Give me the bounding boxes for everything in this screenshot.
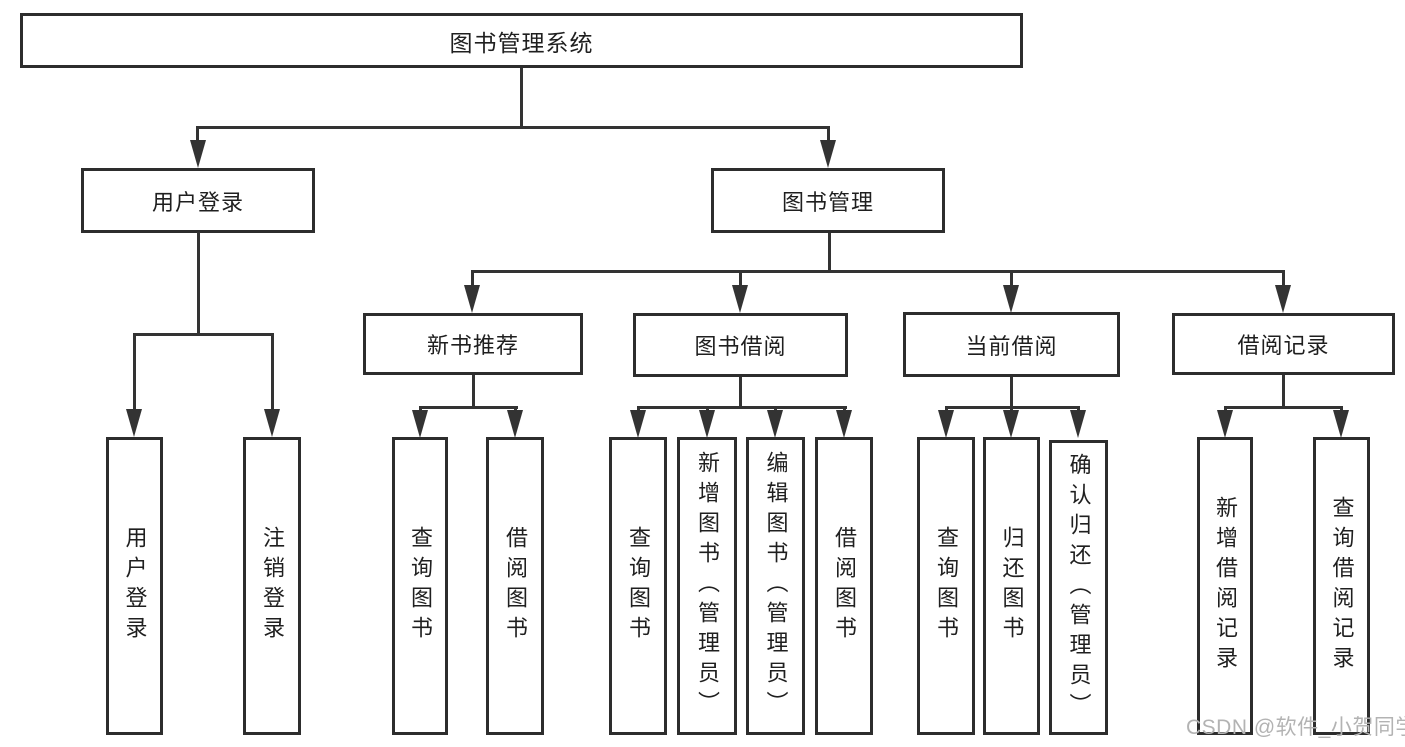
connector-line — [520, 68, 523, 127]
leaf-user-login: 用户登录 — [106, 437, 163, 735]
connector-line — [133, 333, 274, 336]
connector-line — [739, 270, 742, 288]
arrow-down-icon — [464, 285, 480, 313]
leaf-current-query: 查询图书 — [917, 437, 975, 735]
arrow-down-icon — [938, 410, 954, 438]
leaf-borrow-add-admin: 新增图书（管理员） — [677, 437, 737, 735]
connector-line — [133, 333, 136, 411]
leaf-current-confirm-admin: 确认归还（管理员） — [1049, 440, 1108, 735]
node-new-book: 新书推荐 — [363, 313, 583, 375]
connector-line — [828, 233, 831, 272]
leaf-record-query: 查询借阅记录 — [1313, 437, 1370, 735]
leaf-newbook-borrow: 借阅图书 — [486, 437, 544, 735]
connector-line — [471, 270, 474, 288]
arrow-down-icon — [820, 140, 836, 168]
connector-line — [739, 377, 742, 408]
node-book-borrow: 图书借阅 — [633, 313, 848, 377]
arrow-down-icon — [1217, 410, 1233, 438]
connector-line — [419, 406, 518, 409]
connector-line — [1282, 375, 1285, 408]
node-borrow-record: 借阅记录 — [1172, 313, 1395, 375]
arrow-down-icon — [1333, 410, 1349, 438]
arrow-down-icon — [767, 410, 783, 438]
arrow-down-icon — [507, 410, 523, 438]
leaf-logout: 注销登录 — [243, 437, 301, 735]
arrow-down-icon — [699, 410, 715, 438]
leaf-borrow-query: 查询图书 — [609, 437, 667, 735]
connector-line — [197, 232, 200, 335]
connector-line — [1282, 270, 1285, 288]
connector-line — [196, 126, 830, 129]
csdn-watermark: CSDN @软件_小贺同学 — [1186, 716, 1405, 739]
node-root: 图书管理系统 — [20, 13, 1023, 68]
node-book-mgmt: 图书管理 — [711, 168, 945, 233]
arrow-down-icon — [190, 140, 206, 168]
arrow-down-icon — [732, 285, 748, 313]
connector-line — [1010, 377, 1013, 408]
connector-line — [471, 270, 1285, 273]
arrow-down-icon — [1003, 285, 1019, 313]
connector-line — [637, 406, 847, 409]
arrow-down-icon — [836, 410, 852, 438]
connector-line — [196, 126, 199, 146]
arrow-down-icon — [1070, 410, 1086, 438]
connector-line — [1224, 406, 1343, 409]
connector-line — [1010, 270, 1013, 288]
leaf-newbook-query: 查询图书 — [392, 437, 448, 735]
arrow-down-icon — [1003, 410, 1019, 438]
node-current-borrow: 当前借阅 — [903, 312, 1120, 377]
leaf-borrow-borrow: 借阅图书 — [815, 437, 873, 735]
connector-line — [472, 375, 475, 408]
arrow-down-icon — [412, 410, 428, 438]
connector-line — [827, 126, 830, 146]
arrow-down-icon — [1275, 285, 1291, 313]
leaf-borrow-edit-admin: 编辑图书（管理员） — [746, 437, 805, 735]
connector-line — [271, 333, 274, 411]
arrow-down-icon — [630, 410, 646, 438]
arrow-down-icon — [126, 409, 142, 437]
arrow-down-icon — [264, 409, 280, 437]
leaf-current-return: 归还图书 — [983, 437, 1040, 735]
leaf-record-add: 新增借阅记录 — [1197, 437, 1253, 735]
node-user-login: 用户登录 — [81, 168, 315, 233]
